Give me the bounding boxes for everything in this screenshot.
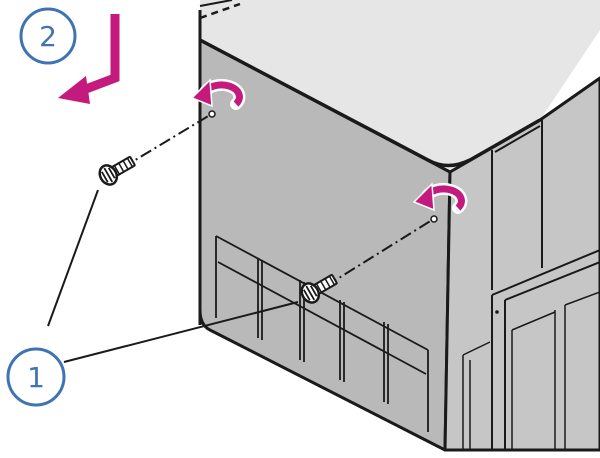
screw-icon [300,274,338,304]
screw-hole-upper [208,110,216,118]
part-1-callout: 1 [6,347,66,407]
side-corner-strip [462,341,491,450]
cabinet-top-edge [199,38,541,168]
leader-line-upper-screw [47,189,99,327]
top-corner-line [199,0,233,7]
leader-line-lower-screw [63,301,299,363]
rotate-counterclockwise-icon [412,182,468,214]
alignment-line-lower [325,219,433,287]
side-dot [495,310,499,314]
step-arrow-down-left-icon [58,14,120,104]
part-1-label: 1 [27,361,45,394]
side-groove [491,118,543,290]
alignment-line-upper [121,114,211,169]
side-lower-panel [491,249,600,450]
side-lower-slots [511,291,600,450]
step-2-callout: 2 [19,7,77,65]
rotate-counterclockwise-icon [190,78,246,110]
screw-hole-lower [430,215,438,223]
screw-icon [98,156,136,186]
cabinet [198,0,600,452]
step-2-label: 2 [39,20,57,53]
cabinet-top-face [200,0,600,172]
front-vent-grille [215,235,429,432]
